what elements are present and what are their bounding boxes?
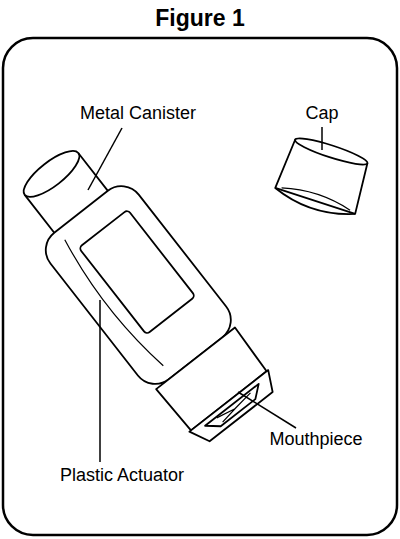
actuator-window xyxy=(79,210,196,335)
cap-opening xyxy=(282,183,352,210)
canister-top xyxy=(17,144,85,205)
mouthpiece-rim xyxy=(189,370,280,447)
part-label: Mouthpiece xyxy=(269,430,362,450)
part-label: Metal Canister xyxy=(80,104,196,124)
inhaler xyxy=(0,130,285,451)
cap-top xyxy=(293,134,369,169)
figure-title: Figure 1 xyxy=(155,6,244,31)
leader-line xyxy=(238,392,296,428)
mouthpiece-opening xyxy=(205,384,265,434)
figure-frame xyxy=(3,38,397,535)
actuator-contour xyxy=(59,240,163,370)
part-label: Cap xyxy=(305,104,338,124)
leader-line xyxy=(88,128,122,190)
part-label: Plastic Actuator xyxy=(60,466,184,486)
leader-line xyxy=(321,127,323,150)
leader-line xyxy=(99,300,101,462)
leader-lines xyxy=(88,127,322,462)
cap xyxy=(273,133,373,222)
mouthpiece-vanes xyxy=(217,392,254,423)
